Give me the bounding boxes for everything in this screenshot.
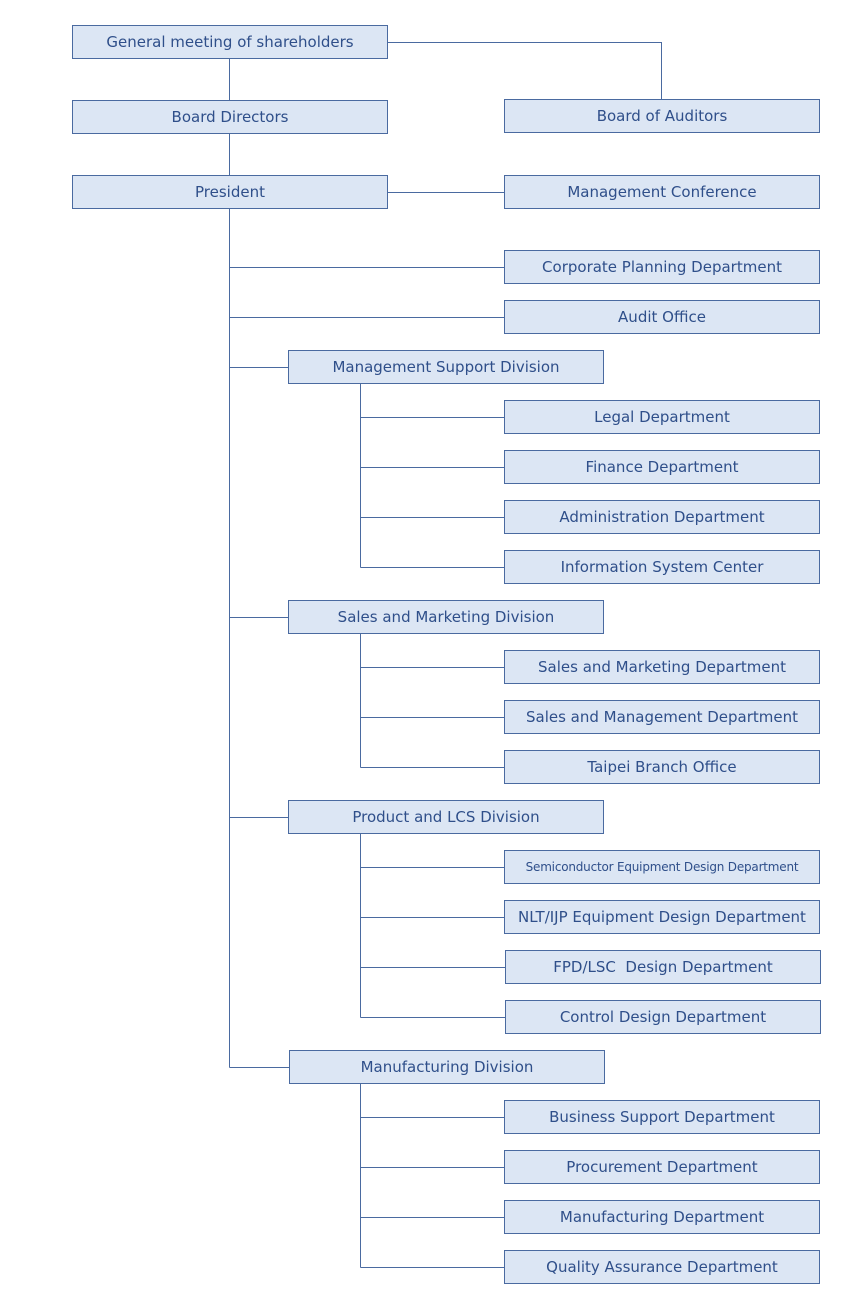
node-taipei-branch: Taipei Branch Office (504, 750, 820, 784)
node-sales-management: Sales and Management Department (504, 700, 820, 734)
node-nlt-ijp-design: NLT/IJP Equipment Design Department (504, 900, 820, 934)
node-sales-marketing-division: Sales and Marketing Division (288, 600, 604, 634)
node-fpd-lsc-design: FPD/LSC Design Department (505, 950, 821, 984)
node-information-system: Information System Center (504, 550, 820, 584)
node-control-design: Control Design Department (505, 1000, 821, 1034)
node-manufacturing-division: Manufacturing Division (289, 1050, 605, 1084)
node-corporate-planning: Corporate Planning Department (504, 250, 820, 284)
node-audit-office: Audit Office (504, 300, 820, 334)
node-board-directors: Board Directors (72, 100, 388, 134)
node-management-support-division: Management Support Division (288, 350, 604, 384)
node-sales-marketing-department: Sales and Marketing Department (504, 650, 820, 684)
node-board-auditors: Board of Auditors (504, 99, 820, 133)
node-president: President (72, 175, 388, 209)
node-product-lcs-division: Product and LCS Division (288, 800, 604, 834)
node-quality-assurance: Quality Assurance Department (504, 1250, 820, 1284)
node-management-conference: Management Conference (504, 175, 820, 209)
node-manufacturing-department: Manufacturing Department (504, 1200, 820, 1234)
node-procurement: Procurement Department (504, 1150, 820, 1184)
node-administration: Administration Department (504, 500, 820, 534)
node-business-support: Business Support Department (504, 1100, 820, 1134)
node-finance: Finance Department (504, 450, 820, 484)
node-shareholders: General meeting of shareholders (72, 25, 388, 59)
connector-shareholders-auditors (387, 42, 662, 100)
node-semiconductor-design: Semiconductor Equipment Design Departmen… (504, 850, 820, 884)
node-legal: Legal Department (504, 400, 820, 434)
